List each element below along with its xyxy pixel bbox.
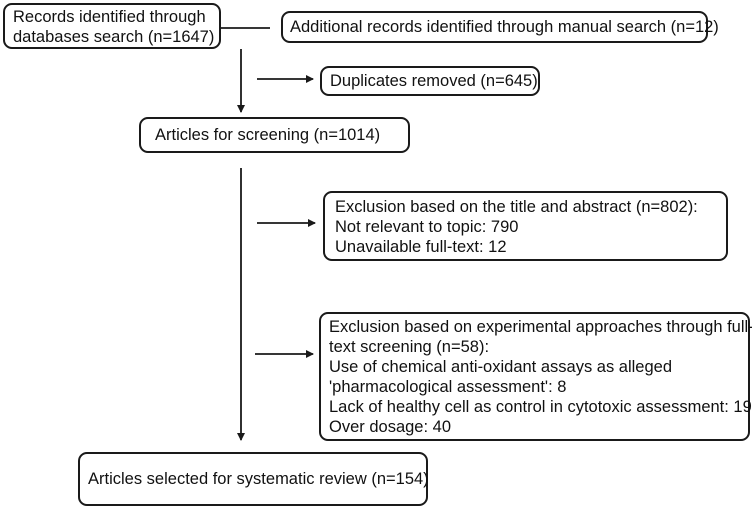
exclusion-experimental-line-1: Exclusion based on experimental approach… [329, 318, 752, 336]
exclusion-experimental-line-5: Lack of healthy cell as control in cytot… [329, 398, 752, 416]
selected-articles-box: Articles selected for systematic review … [78, 452, 429, 506]
screening-line-1: Articles for screening (n=1014) [155, 126, 381, 144]
records-manual-line-1: Additional records identified through ma… [290, 18, 719, 36]
exclusion-title-line-1: Exclusion based on the title and abstrac… [335, 198, 698, 216]
exclusion-experimental-box: Exclusion based on experimental approach… [319, 312, 752, 441]
exclusion-title-line-3: Unavailable full-text: 12 [335, 238, 507, 256]
selected-articles-line-1: Articles selected for systematic review … [88, 470, 429, 488]
exclusion-title-line-2: Not relevant to topic: 790 [335, 218, 519, 236]
records-manual-box: Additional records identified through ma… [281, 11, 719, 43]
exclusion-title-box: Exclusion based on the title and abstrac… [323, 191, 728, 261]
exclusion-experimental-line-4: 'pharmacological assessment': 8 [329, 378, 567, 396]
records-databases-line-1: Records identified through [13, 8, 206, 26]
exclusion-experimental-line-6: Over dosage: 40 [329, 418, 451, 436]
exclusion-experimental-line-3: Use of chemical anti-oxidant assays as a… [329, 358, 673, 376]
screening-box: Articles for screening (n=1014) [139, 117, 410, 153]
duplicates-box: Duplicates removed (n=645) [320, 66, 540, 96]
records-databases-line-2: databases search (n=1647) [13, 28, 215, 46]
records-databases-box: Records identified through databases sea… [3, 3, 221, 49]
duplicates-line-1: Duplicates removed (n=645) [330, 72, 538, 90]
exclusion-experimental-line-2: text screening (n=58): [329, 338, 490, 356]
